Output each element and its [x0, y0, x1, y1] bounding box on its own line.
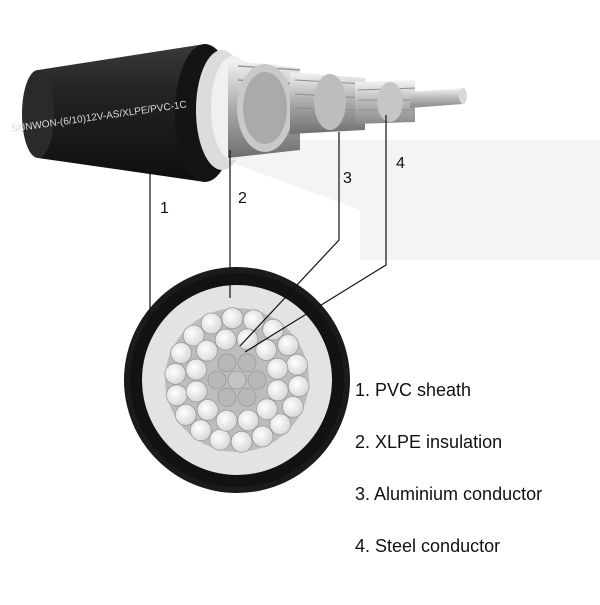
- aluminium-strands: [228, 60, 366, 158]
- legend-item-xlpe-insulation: 2. XLPE insulation: [355, 432, 503, 452]
- legend-item-aluminium-conductor: 3. Aluminium conductor: [355, 484, 543, 504]
- aluminium-wire: [196, 399, 219, 421]
- aluminium-wire: [256, 398, 278, 421]
- aluminium-wire: [185, 358, 208, 381]
- callout-2: 2: [238, 190, 247, 207]
- legend-item-pvc-sheath: 1. PVC sheath: [355, 380, 472, 400]
- aluminium-wire: [189, 419, 212, 442]
- aluminium-wire: [185, 380, 208, 403]
- leader-line-4: [244, 115, 387, 353]
- steel-wire: [247, 370, 267, 390]
- aluminium-wire: [215, 409, 238, 432]
- leader-lines: [149, 115, 387, 353]
- aluminium-wire: [237, 409, 260, 432]
- aluminium-wire: [230, 430, 253, 453]
- steel-wire: [237, 387, 257, 407]
- aluminium-wire: [182, 324, 205, 347]
- background-shadow: [170, 140, 600, 260]
- aluminium-wire: [164, 362, 187, 385]
- aluminium-wire: [277, 334, 300, 357]
- aluminium-wire: [266, 357, 289, 380]
- aluminium-wire: [287, 375, 310, 398]
- aluminium-wire: [165, 384, 188, 407]
- aluminium-wire: [242, 309, 265, 332]
- steel-strands: [355, 80, 467, 124]
- aluminium-wire: [221, 307, 244, 330]
- aluminium-wire: [255, 339, 278, 361]
- steel-wire: [217, 387, 237, 407]
- aluminium-wire: [286, 353, 309, 376]
- callout-3: 3: [343, 170, 352, 187]
- steel-wire: [217, 353, 237, 373]
- aluminium-wire: [214, 328, 237, 351]
- steel-wire: [237, 353, 257, 373]
- aluminium-wire: [174, 403, 197, 426]
- aluminium-wire: [251, 425, 274, 448]
- steel-wire: [227, 370, 247, 390]
- callout-1: 1: [160, 200, 169, 217]
- aluminium-wire: [262, 318, 285, 341]
- leader-line-3: [239, 132, 340, 347]
- cross-section: [124, 267, 350, 493]
- aluminium-wire: [200, 312, 223, 335]
- steel-wire: [207, 370, 227, 390]
- aluminium-wire: [281, 395, 304, 418]
- aluminium-wire: [209, 428, 232, 451]
- aluminium-wire: [170, 342, 193, 365]
- aluminium-wire: [269, 413, 292, 436]
- legend-item-steel-conductor: 4. Steel conductor: [355, 536, 501, 556]
- aluminium-wire: [266, 379, 289, 402]
- callout-4: 4: [396, 155, 405, 172]
- aluminium-wire: [196, 339, 218, 362]
